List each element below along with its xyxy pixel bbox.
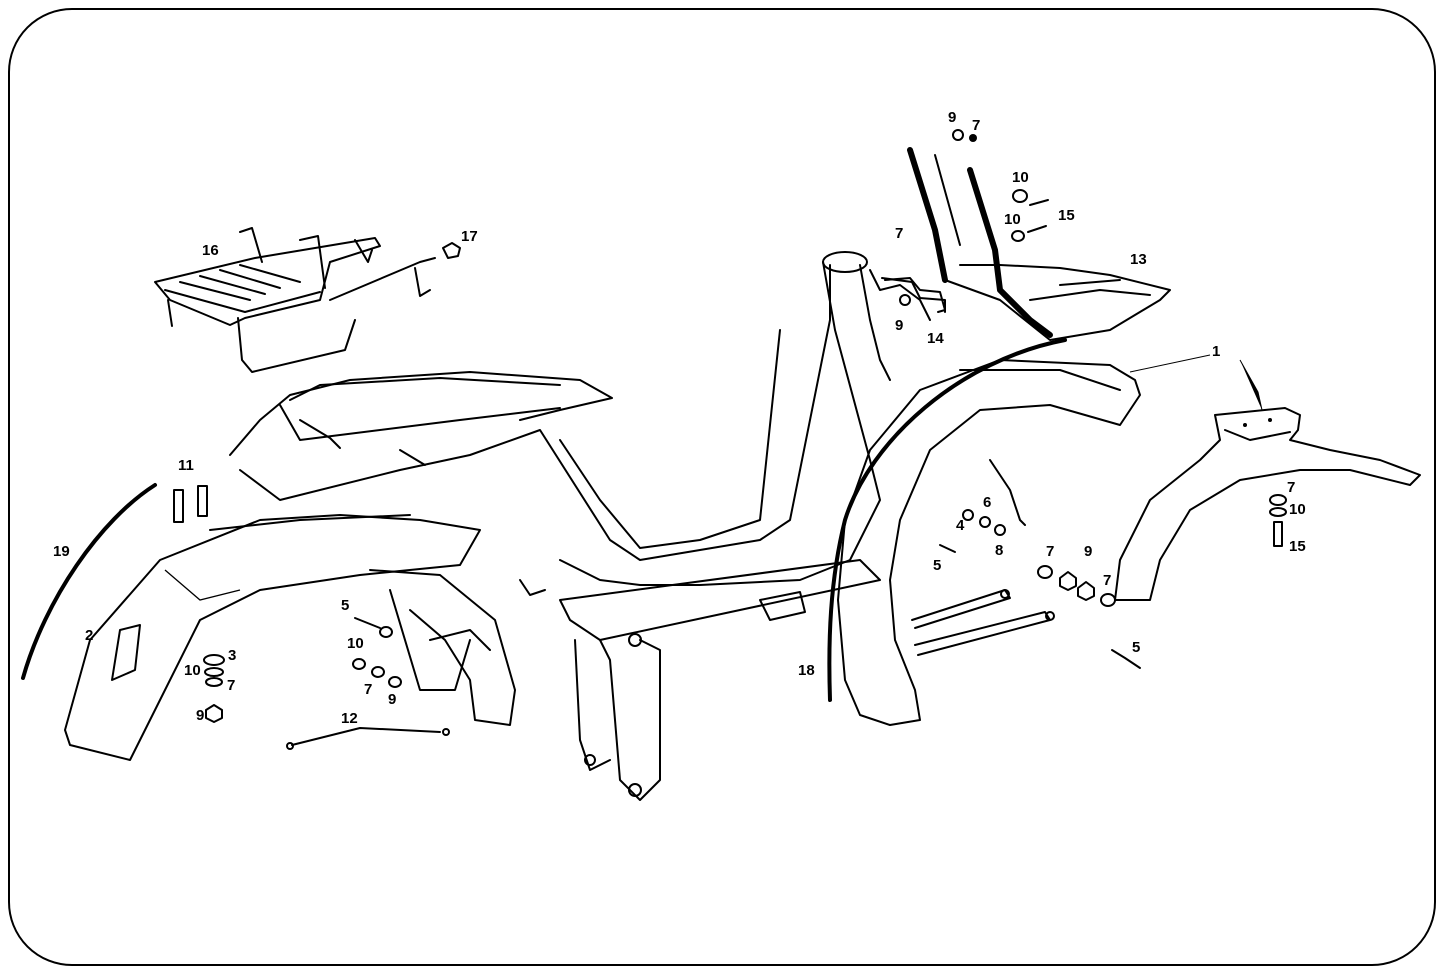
mudflap-fender bbox=[1114, 354, 1421, 601]
callout-13: 13 bbox=[1130, 251, 1147, 268]
callout-3: 3 bbox=[228, 647, 236, 664]
rear-fender bbox=[64, 514, 481, 761]
callout-9-bracket: 9 bbox=[895, 317, 903, 334]
callout-12: 12 bbox=[341, 710, 358, 727]
callout-5-rear: 5 bbox=[341, 597, 349, 614]
callout-9-rear-stack: 9 bbox=[196, 707, 204, 724]
callout-9-front: 9 bbox=[1084, 543, 1092, 560]
callout-7-front: 7 bbox=[1046, 543, 1054, 560]
callout-15-mudflap: 15 bbox=[1289, 538, 1306, 555]
seat-carrier bbox=[907, 147, 1171, 341]
callout-9-rear: 9 bbox=[388, 691, 396, 708]
callout-7-front-right: 7 bbox=[1103, 572, 1111, 589]
luggage-rack bbox=[154, 227, 436, 373]
mounting-bracket bbox=[884, 277, 946, 313]
rounded-border-frame bbox=[8, 8, 1436, 966]
callout-4: 4 bbox=[956, 517, 965, 534]
rear-fender-trim-strip bbox=[21, 483, 157, 680]
fasteners bbox=[173, 129, 1287, 750]
callout-10-top: 10 bbox=[1012, 169, 1029, 186]
rack-nut bbox=[442, 242, 461, 259]
callout-2: 2 bbox=[85, 627, 93, 644]
callout-5-right: 5 bbox=[1132, 639, 1140, 656]
callout-16: 16 bbox=[202, 242, 219, 259]
callout-8: 8 bbox=[995, 542, 1003, 559]
callout-6: 6 bbox=[983, 494, 991, 511]
rear-mudguard-inner bbox=[369, 569, 516, 726]
front-fender bbox=[837, 359, 1141, 726]
callout-10-rear-stack: 10 bbox=[184, 662, 201, 679]
callout-labels: 1 2 3 4 5 5 5 6 7 7 7 7 7 7 7 8 9 9 9 9 … bbox=[53, 109, 1306, 727]
callout-5-front: 5 bbox=[933, 557, 941, 574]
callout-10-top-lower: 10 bbox=[1004, 211, 1021, 228]
callout-10-mudflap: 10 bbox=[1289, 501, 1306, 518]
front-fender-trim-strip bbox=[827, 338, 1067, 702]
callout-7-rear: 7 bbox=[364, 681, 372, 698]
callout-9-top: 9 bbox=[948, 109, 956, 126]
callout-1: 1 bbox=[1212, 343, 1220, 360]
callout-7-rear-stack: 7 bbox=[227, 677, 235, 694]
callout-7-mudflap: 7 bbox=[1287, 479, 1295, 496]
callout-17: 17 bbox=[461, 228, 478, 245]
callout-15-top: 15 bbox=[1058, 207, 1075, 224]
callout-18: 18 bbox=[798, 662, 815, 679]
fender-stays bbox=[911, 459, 1055, 656]
callout-7-bracket: 7 bbox=[895, 225, 903, 242]
main-frame bbox=[229, 251, 946, 801]
callout-11: 11 bbox=[178, 457, 194, 474]
callout-10-rear: 10 bbox=[347, 635, 364, 652]
callout-14: 14 bbox=[927, 330, 944, 347]
callout-7-top: 7 bbox=[972, 117, 980, 134]
callout-19: 19 bbox=[53, 543, 70, 560]
